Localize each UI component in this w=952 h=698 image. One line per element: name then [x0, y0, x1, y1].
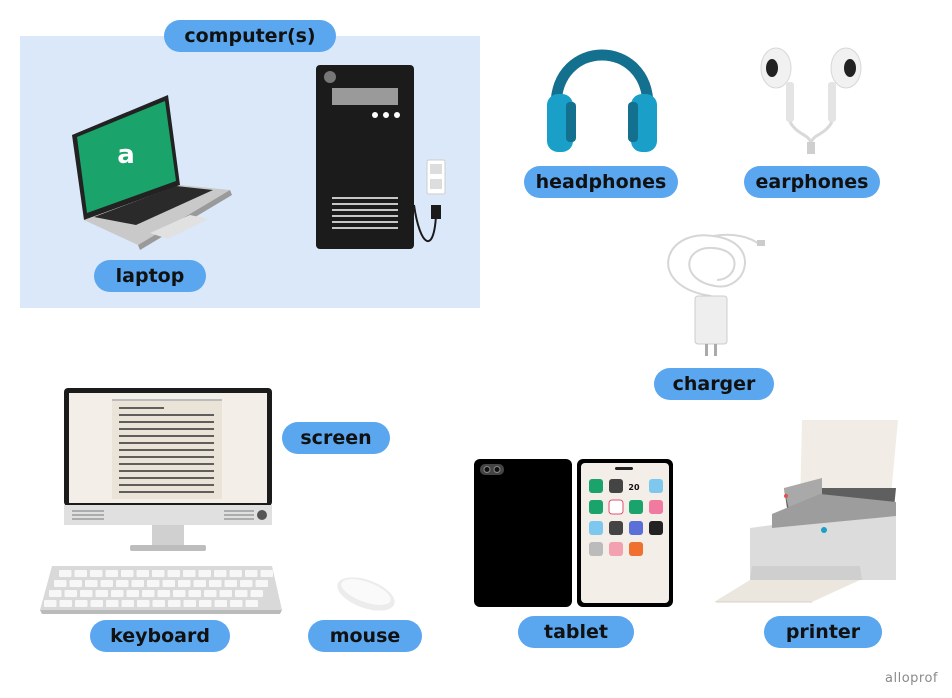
app-icon: [609, 479, 623, 493]
label-laptop: laptop: [94, 260, 206, 292]
mouse-illustration: [337, 577, 395, 611]
app-icon: [589, 542, 603, 556]
earphones-illustration: [760, 47, 862, 154]
app-icon: [608, 499, 624, 515]
app-icon: [589, 521, 603, 535]
app-icon: [629, 521, 643, 535]
monitor-illustration: [64, 388, 272, 551]
brand-logo: alloprof: [885, 671, 938, 686]
headphones-illustration: [547, 49, 657, 152]
label-earphones: earphones: [744, 166, 880, 198]
app-icon: [629, 542, 643, 556]
laptop-illustration: a: [72, 95, 232, 250]
label-mouse: mouse: [308, 620, 422, 652]
app-icon: [609, 521, 623, 535]
charger-illustration: [667, 233, 765, 356]
keyboard-illustration: [40, 566, 282, 614]
label-keyboard: keyboard: [90, 620, 230, 652]
app-icon: [589, 479, 603, 493]
calendar-day: 20: [628, 483, 640, 492]
label-computers: computer(s): [164, 20, 336, 52]
label-headphones: headphones: [524, 166, 678, 198]
app-icon: [589, 500, 603, 514]
tablet-front-illustration: 20: [577, 459, 673, 607]
tablet-back-illustration: [474, 459, 572, 607]
app-icon: [649, 521, 663, 535]
laptop-logo: a: [117, 140, 135, 170]
desktop-tower-illustration: [316, 65, 446, 249]
label-charger: charger: [654, 368, 774, 400]
app-icon: [629, 500, 643, 514]
app-icon: [609, 542, 623, 556]
label-tablet: tablet: [518, 616, 634, 648]
app-icon: [649, 500, 663, 514]
label-screen: screen: [282, 422, 390, 454]
app-icon: [649, 479, 663, 493]
label-printer: printer: [764, 616, 882, 648]
printer-illustration: [714, 420, 898, 603]
